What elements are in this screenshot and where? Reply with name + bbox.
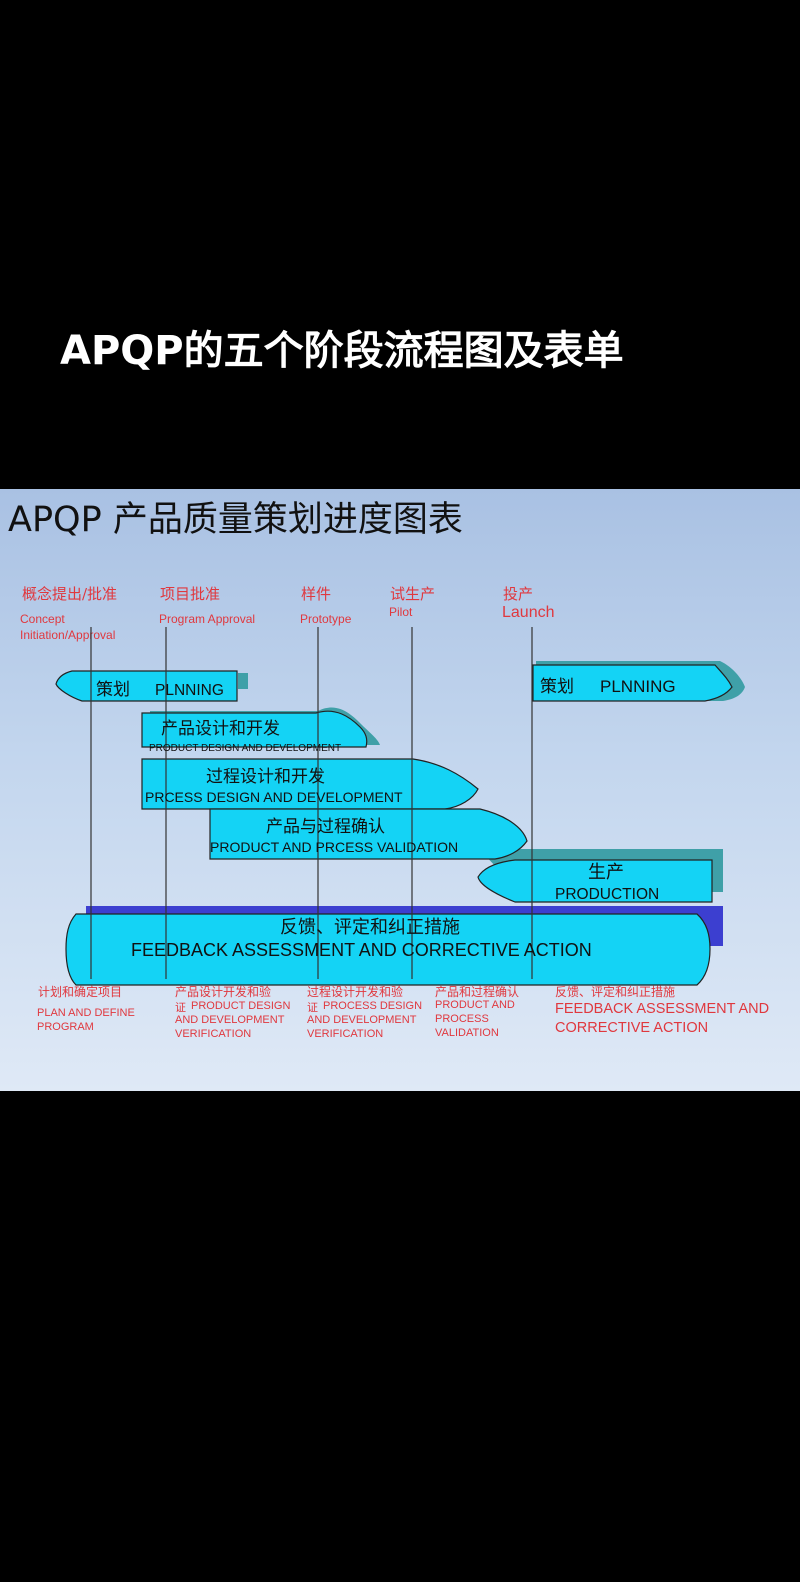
bar-planning-next	[532, 664, 733, 702]
slide-title: APQP 产品质量策划进度图表	[8, 500, 463, 540]
phase-production-en: PRODUCTION	[555, 886, 659, 903]
phase-planning-next-en: PLNNING	[600, 677, 676, 696]
apqp-timeline-diagram: 策划 PLNNING 产品设计和开发 PRODUCT DESIGN AND DE…	[55, 627, 745, 986]
bottom-process-zh: 过程设计开发和验	[307, 985, 404, 999]
bottom-plan-en: PLAN AND DEFINE PROGRAM	[37, 1007, 135, 1033]
bottom-feedback-zh: 反馈、评定和纠正措施	[555, 985, 676, 999]
milestone-concept-zh: 概念提出/批准	[22, 585, 118, 603]
milestone-lines	[90, 627, 533, 979]
bottom-feedback-en: FEEDBACK ASSESSMENT AND CORRECTIVE ACTIO…	[555, 1001, 770, 1036]
phase-planning-next-zh: 策划	[540, 677, 574, 697]
phase-planning-zh: 策划	[96, 680, 130, 700]
bottom-validation-en: PRODUCT AND PROCESS VALIDATION	[435, 999, 515, 1039]
phase-production-zh: 生产	[588, 862, 624, 883]
phase-planning-en: PLNNING	[155, 682, 224, 699]
milestone-pilot-zh: 试生产	[390, 585, 436, 603]
feedback-en: FEEDBACK ASSESSMENT AND CORRECTIVE ACTIO…	[131, 940, 592, 960]
milestone-program-en: Program Approval	[159, 612, 256, 626]
milestone-program-zh: 项目批准	[160, 585, 221, 603]
bar-process-design	[141, 758, 479, 810]
phase-process-design-en: PRCESS DESIGN AND DEVELOPMENT	[145, 789, 403, 805]
milestone-prototype-en: Prototype	[300, 612, 352, 626]
page-heading: APQP的五个阶段流程图及表单	[60, 328, 624, 374]
bottom-product-prefix: 证	[175, 1001, 186, 1014]
bar-validation	[209, 808, 528, 860]
bottom-process-en: PROCESS DESIGN AND DEVELOPMENT VERIFICAT…	[307, 1000, 423, 1040]
phase-process-design-zh: 过程设计和开发	[206, 767, 325, 787]
bottom-validation-zh: 产品和过程确认	[435, 985, 520, 999]
milestone-pilot-en: Pilot	[389, 605, 413, 619]
apqp-slide: APQP 产品质量策划进度图表 概念提出/批准 Concept Initiati…	[0, 489, 800, 1091]
feedback-zh: 反馈、评定和纠正措施	[280, 917, 460, 938]
bar-production	[477, 859, 713, 903]
milestone-prototype-zh: 样件	[301, 585, 332, 603]
bar-planning	[55, 670, 238, 702]
phase-validation-zh: 产品与过程确认	[266, 817, 385, 837]
bar-feedback	[65, 913, 711, 986]
bottom-plan-zh: 计划和确定项目	[38, 985, 123, 999]
phase-product-design-zh: 产品设计和开发	[161, 719, 280, 739]
phase-validation-en: PRODUCT AND PRCESS VALIDATION	[210, 839, 458, 855]
phase-product-design-en: PRODUCT DESIGN AND DEVELOPMENT	[149, 743, 341, 754]
milestone-launch-zh: 投产	[503, 585, 534, 603]
bottom-product-zh: 产品设计开发和验	[175, 985, 272, 999]
bottom-product-en: PRODUCT DESIGN AND DEVELOPMENT VERIFICAT…	[175, 1000, 291, 1040]
bottom-process-prefix: 证	[307, 1001, 318, 1014]
bar-product-design	[141, 710, 368, 748]
milestone-launch-en: Launch	[502, 604, 555, 621]
